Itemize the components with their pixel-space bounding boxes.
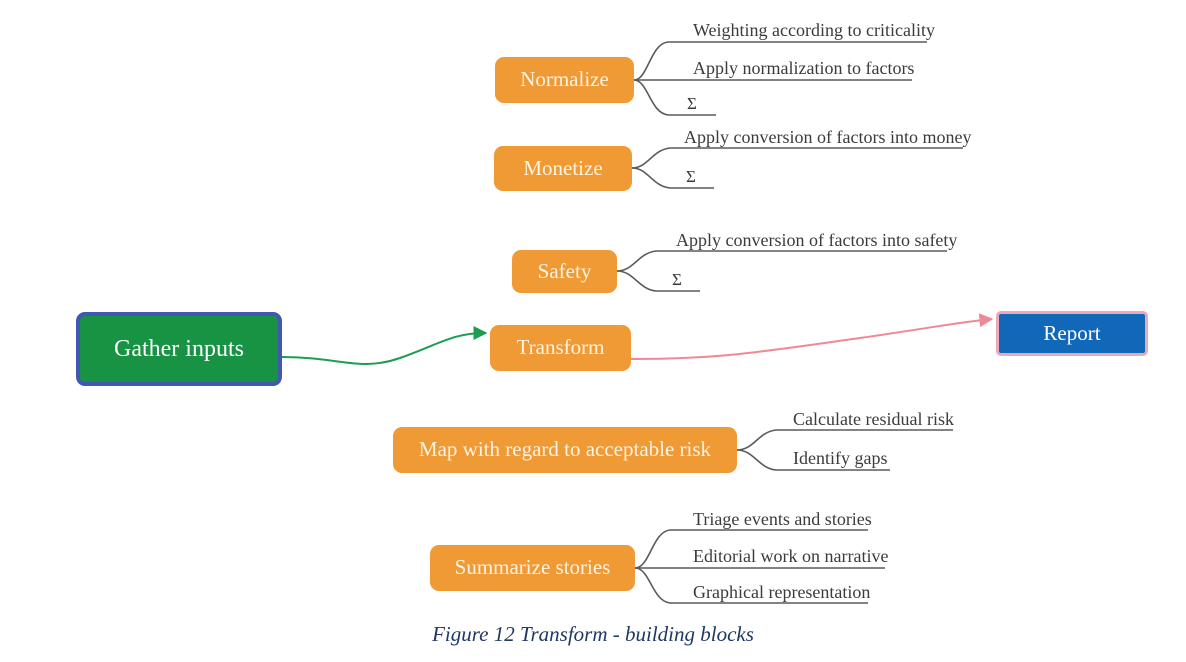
node-summarize-label: Summarize stories bbox=[454, 555, 611, 580]
figure-caption: Figure 12 Transform - building blocks bbox=[432, 622, 754, 646]
node-report-label: Report bbox=[1043, 320, 1101, 345]
node-transform-label: Transform bbox=[516, 335, 605, 360]
leaf-safety-sigma: Σ bbox=[672, 270, 682, 289]
node-gather-inputs-label: Gather inputs bbox=[114, 335, 244, 362]
leaf-monetize-sigma: Σ bbox=[686, 167, 696, 186]
node-gather-inputs[interactable]: Gather inputs bbox=[76, 312, 282, 386]
flow-arrow-gather-to-transform bbox=[281, 326, 488, 365]
node-normalize[interactable]: Normalize bbox=[495, 57, 634, 103]
leaf-monetize-apply: Apply conversion of factors into money bbox=[684, 127, 972, 147]
node-monetize-label: Monetize bbox=[523, 155, 603, 180]
node-monetize[interactable]: Monetize bbox=[494, 146, 632, 191]
node-transform[interactable]: Transform bbox=[490, 325, 631, 371]
branch-connector-monetize bbox=[631, 147, 963, 189]
node-report[interactable]: Report bbox=[996, 311, 1148, 356]
node-safety[interactable]: Safety bbox=[512, 250, 617, 293]
leaf-map-calculate-residual-risk: Calculate residual risk bbox=[793, 409, 954, 429]
leaf-safety-apply: Apply conversion of factors into safety bbox=[676, 230, 958, 250]
leaf-normalize-sigma: Σ bbox=[687, 94, 697, 113]
leaf-normalize-weighting: Weighting according to criticality bbox=[693, 20, 935, 40]
node-map-with-regard-to-acceptable-risk[interactable]: Map with regard to acceptable risk bbox=[393, 427, 737, 473]
leaf-summarize-editorial: Editorial work on narrative bbox=[693, 546, 889, 566]
leaf-summarize-graphical: Graphical representation bbox=[693, 582, 871, 602]
branch-connector-safety bbox=[616, 250, 947, 292]
node-normalize-label: Normalize bbox=[520, 67, 609, 92]
leaf-normalize-apply: Apply normalization to factors bbox=[693, 58, 915, 78]
branch-connector-normalize bbox=[633, 41, 927, 116]
node-safety-label: Safety bbox=[537, 258, 592, 283]
node-summarize-stories[interactable]: Summarize stories bbox=[430, 545, 635, 591]
flow-arrow-transform-to-report bbox=[630, 313, 994, 360]
leaf-map-identify-gaps: Identify gaps bbox=[793, 448, 888, 468]
node-map-risk-label: Map with regard to acceptable risk bbox=[418, 437, 712, 462]
leaf-summarize-triage: Triage events and stories bbox=[693, 509, 872, 529]
